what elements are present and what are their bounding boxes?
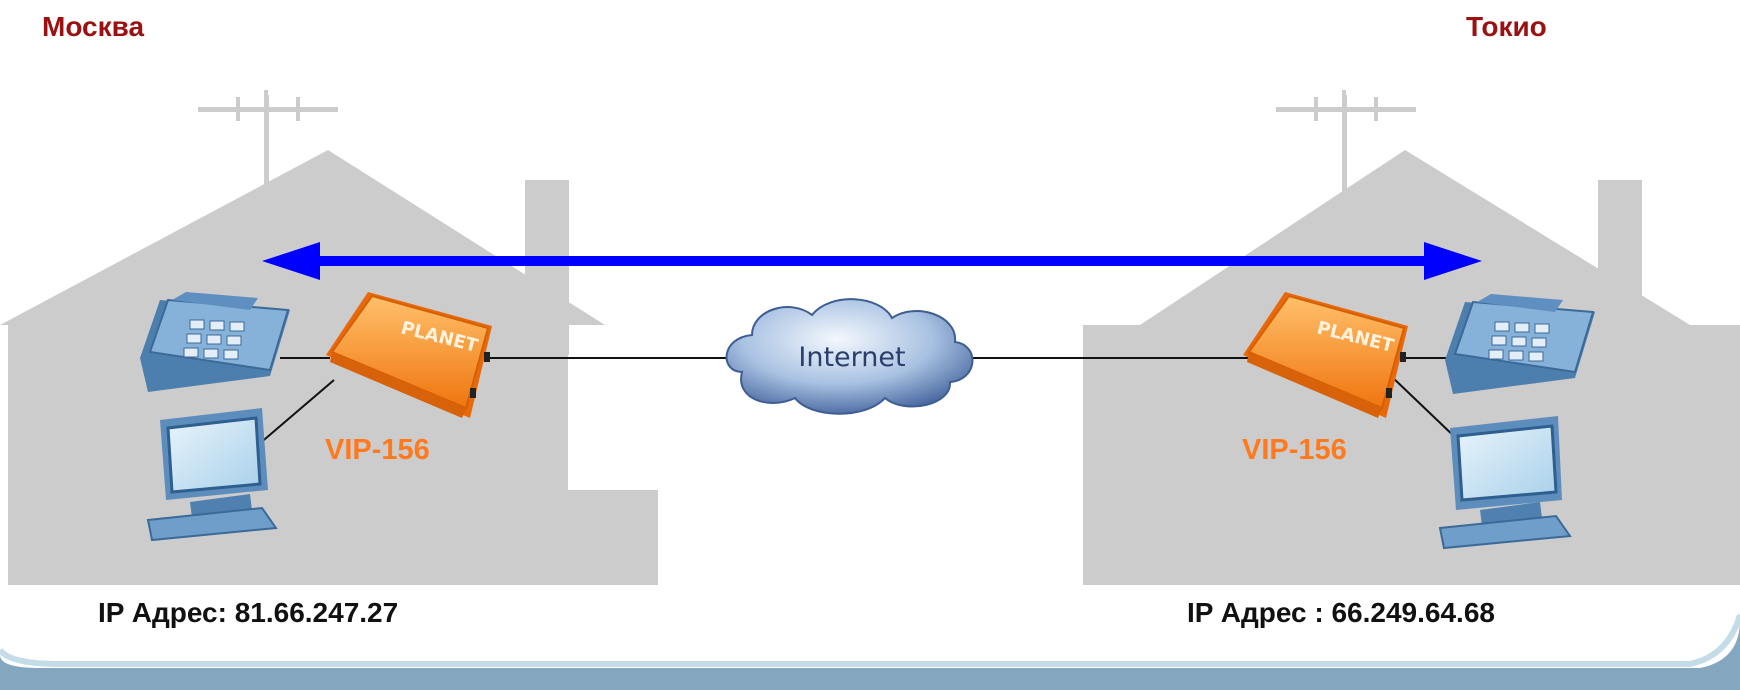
device-label-right: VIP-156 xyxy=(1242,434,1347,466)
device-label-left: VIP-156 xyxy=(325,434,430,466)
computer-icon-left xyxy=(146,408,278,542)
house-left xyxy=(0,90,658,585)
phone-icon-left xyxy=(140,292,290,392)
house-right xyxy=(1083,90,1740,585)
ip-address-right: IP Адрес : 66.249.64.68 xyxy=(1187,597,1495,628)
phone-icon-right xyxy=(1445,294,1595,394)
voip-gateway-right: PLANET xyxy=(1243,292,1408,418)
voip-gateway-left: PLANET xyxy=(326,292,492,418)
connection-lines xyxy=(257,357,1459,446)
frame-curve xyxy=(0,620,1740,690)
frame-curve-highlight xyxy=(0,614,1740,667)
double-arrow xyxy=(262,242,1482,280)
computer-icon-right xyxy=(1438,416,1572,550)
cloud-label: Internet xyxy=(798,342,905,373)
city-label-left: Москва xyxy=(42,11,145,42)
internet-cloud: Internet xyxy=(725,298,974,415)
city-label-right: Токио xyxy=(1466,11,1547,42)
ip-address-left: IP Адрес: 81.66.247.27 xyxy=(98,597,399,628)
